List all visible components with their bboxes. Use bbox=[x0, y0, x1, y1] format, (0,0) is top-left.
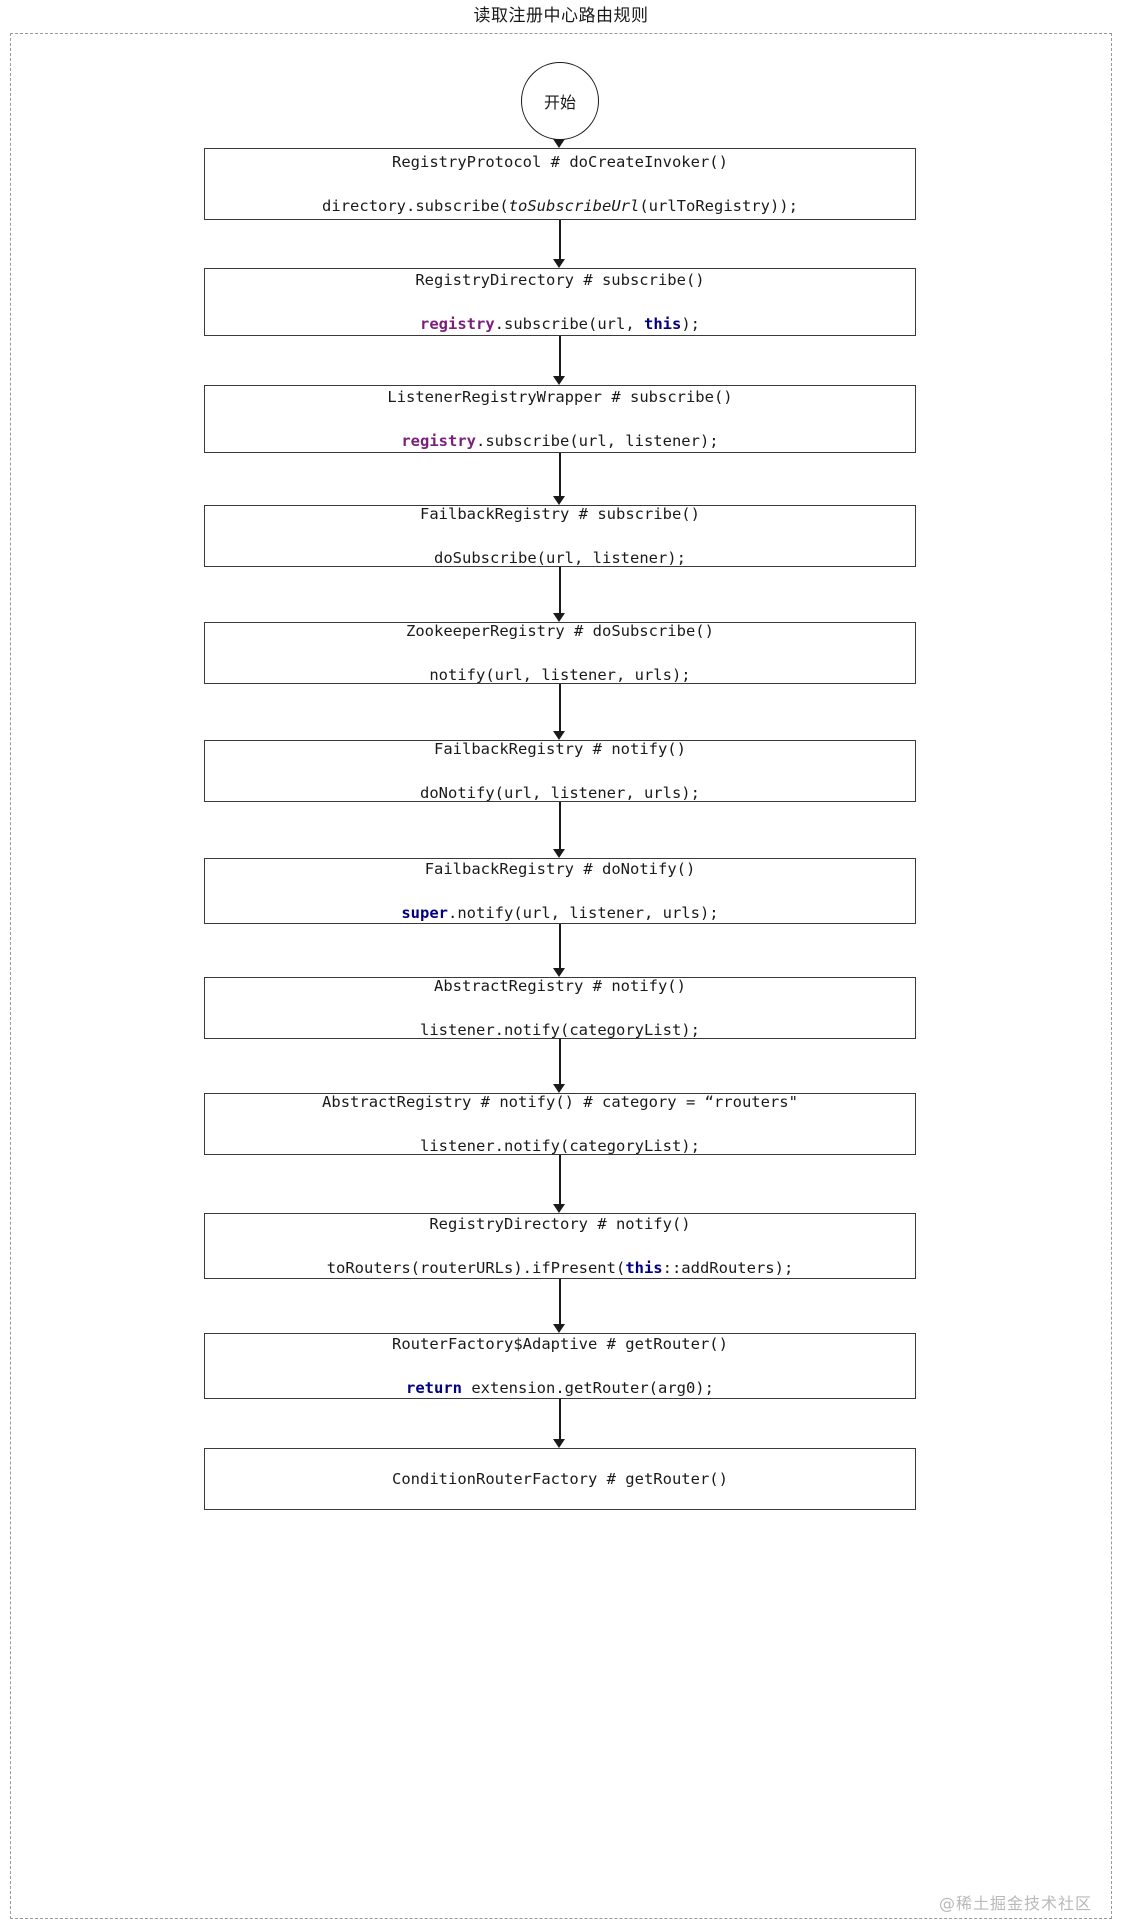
flow-arrowhead bbox=[553, 968, 565, 977]
code-token-field: registry bbox=[420, 315, 495, 333]
flow-node-box[interactable]: FailbackRegistry # doNotify() super.notif… bbox=[204, 858, 916, 924]
start-node-label: 开始 bbox=[543, 93, 576, 112]
code-token-plain: directory.subscribe( bbox=[322, 197, 509, 215]
flow-node-signature: AbstractRegistry # notify() bbox=[434, 977, 686, 995]
flow-node-box[interactable]: RegistryProtocol # doCreateInvoker() dire… bbox=[204, 148, 916, 220]
flow-node-code: registry.subscribe(url, listener); bbox=[401, 430, 718, 452]
flow-connector bbox=[559, 220, 561, 260]
flow-node-box[interactable]: RouterFactory$Adaptive # getRouter() retu… bbox=[204, 1333, 916, 1399]
flow-node-signature: RegistryDirectory # subscribe() bbox=[415, 271, 705, 289]
flow-connector bbox=[559, 567, 561, 614]
flow-connector bbox=[559, 1155, 561, 1205]
flow-connector bbox=[559, 684, 561, 732]
flow-node-box[interactable]: RegistryDirectory # subscribe() registry.… bbox=[204, 268, 916, 336]
code-token-plain: notify(url, listener, urls); bbox=[429, 666, 691, 684]
code-token-plain: doSubscribe(url, listener); bbox=[434, 549, 686, 567]
diagram-canvas-frame bbox=[10, 33, 1112, 1919]
code-token-plain: toRouters(routerURLs).ifPresent( bbox=[326, 1259, 626, 1277]
code-token-plain: .subscribe(url, bbox=[494, 315, 644, 333]
flow-arrowhead bbox=[553, 1084, 565, 1093]
flow-node-code: doNotify(url, listener, urls); bbox=[420, 782, 700, 804]
flow-connector bbox=[559, 453, 561, 497]
flow-arrowhead bbox=[553, 731, 565, 740]
flow-node-box[interactable]: AbstractRegistry # notify() # category =… bbox=[204, 1093, 916, 1155]
flow-node-signature: RouterFactory$Adaptive # getRouter() bbox=[392, 1335, 728, 1353]
code-token-plain: ::addRouters); bbox=[662, 1259, 794, 1277]
flow-node-box[interactable]: ListenerRegistryWrapper # subscribe() reg… bbox=[204, 385, 916, 453]
flow-node-code: listener.notify(categoryList); bbox=[420, 1135, 700, 1157]
flow-start-node: 开始 bbox=[521, 62, 599, 140]
code-token-plain: doNotify(url, listener, urls); bbox=[420, 784, 700, 802]
flow-arrowhead bbox=[553, 1204, 565, 1213]
flow-node-code: directory.subscribe(toSubscribeUrl(urlTo… bbox=[322, 195, 798, 217]
flow-node-box[interactable]: FailbackRegistry # subscribe() doSubscrib… bbox=[204, 505, 916, 567]
flow-node-code: listener.notify(categoryList); bbox=[420, 1019, 700, 1041]
flow-node-signature: ConditionRouterFactory # getRouter() bbox=[392, 1470, 728, 1488]
flow-connector bbox=[559, 924, 561, 969]
flow-node-code: toRouters(routerURLs).ifPresent(this::ad… bbox=[327, 1257, 794, 1279]
flow-node-box[interactable]: ConditionRouterFactory # getRouter() bbox=[204, 1448, 916, 1510]
flow-connector bbox=[559, 1039, 561, 1085]
code-token-field: registry bbox=[401, 432, 476, 450]
flow-node-signature: ZookeeperRegistry # doSubscribe() bbox=[406, 622, 714, 640]
code-token-keyword: this bbox=[625, 1259, 663, 1277]
flow-arrowhead bbox=[553, 259, 565, 268]
flow-node-signature: ListenerRegistryWrapper # subscribe() bbox=[387, 388, 733, 406]
flow-node-code: registry.subscribe(url, this); bbox=[420, 313, 700, 335]
code-token-plain: listener.notify(categoryList); bbox=[420, 1137, 700, 1155]
flow-node-box[interactable]: RegistryDirectory # notify() toRouters(ro… bbox=[204, 1213, 916, 1279]
flow-connector bbox=[559, 336, 561, 377]
flow-arrowhead bbox=[553, 496, 565, 505]
flow-node-code: doSubscribe(url, listener); bbox=[434, 547, 686, 569]
flow-node-box[interactable]: AbstractRegistry # notify() listener.noti… bbox=[204, 977, 916, 1039]
code-token-plain: .notify(url, listener, urls); bbox=[448, 904, 719, 922]
code-token-plain: listener.notify(categoryList); bbox=[420, 1021, 700, 1039]
flow-node-signature: FailbackRegistry # doNotify() bbox=[424, 860, 696, 878]
code-token-plain: .subscribe(url, listener); bbox=[476, 432, 719, 450]
flow-node-signature: FailbackRegistry # subscribe() bbox=[420, 505, 700, 523]
code-token-plain: ); bbox=[681, 315, 700, 333]
flow-node-box[interactable]: FailbackRegistry # notify() doNotify(url,… bbox=[204, 740, 916, 802]
flow-node-code: super.notify(url, listener, urls); bbox=[401, 902, 718, 924]
code-token-plain: extension.getRouter(arg0); bbox=[462, 1379, 714, 1397]
flow-connector bbox=[559, 1399, 561, 1440]
code-token-keyword: return bbox=[406, 1379, 463, 1397]
code-token-italic: toSubscribeUrl bbox=[508, 197, 640, 215]
flow-node-box[interactable]: ZookeeperRegistry # doSubscribe() notify(… bbox=[204, 622, 916, 684]
flow-arrowhead bbox=[553, 1324, 565, 1333]
flow-node-signature: RegistryProtocol # doCreateInvoker() bbox=[392, 153, 728, 171]
page-title: 读取注册中心路由规则 bbox=[473, 6, 649, 26]
flow-node-signature: AbstractRegistry # notify() # category =… bbox=[322, 1093, 798, 1111]
watermark: @稀土掘金技术社区 bbox=[938, 1894, 1092, 1913]
code-token-plain: (urlToRegistry)); bbox=[639, 197, 798, 215]
code-token-keyword: this bbox=[643, 315, 682, 333]
flow-node-signature: RegistryDirectory # notify() bbox=[429, 1215, 691, 1233]
flow-arrowhead bbox=[553, 139, 565, 148]
flow-node-code: notify(url, listener, urls); bbox=[429, 664, 690, 686]
flow-arrowhead bbox=[553, 376, 565, 385]
flow-connector bbox=[559, 1279, 561, 1325]
flow-arrowhead bbox=[553, 849, 565, 858]
flow-connector bbox=[559, 802, 561, 850]
flow-arrowhead bbox=[553, 613, 565, 622]
flow-node-code: return extension.getRouter(arg0); bbox=[406, 1377, 714, 1399]
flow-node-signature: FailbackRegistry # notify() bbox=[434, 740, 686, 758]
code-token-keyword: super bbox=[401, 904, 449, 922]
flow-arrowhead bbox=[553, 1439, 565, 1448]
